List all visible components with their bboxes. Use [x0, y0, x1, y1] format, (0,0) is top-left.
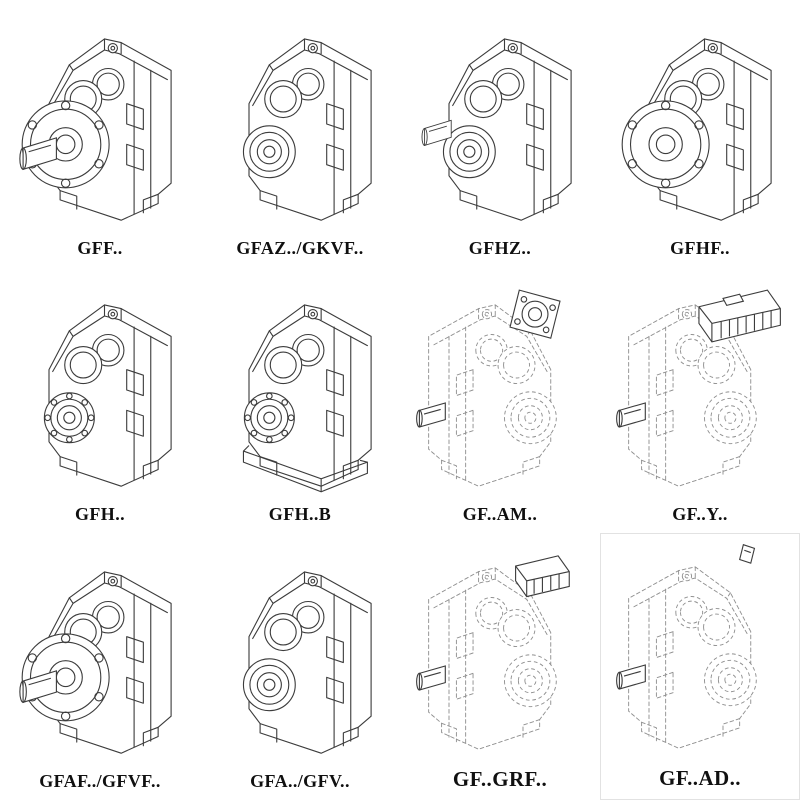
model-label: GFH..B: [268, 504, 332, 525]
gearbox-drawing-flange-output: [19, 571, 172, 754]
catalog-item-gff: GFF..: [0, 0, 200, 267]
gearbox-drawing-flange-output: [19, 38, 172, 221]
catalog-item-gfaz-gkvf: GFAZ../GKVF..: [200, 0, 400, 267]
catalog-item-gfh: GFH..: [0, 267, 200, 534]
catalog-item-gf-ad: GF..AD..: [600, 533, 800, 800]
model-label: GF..AM..: [462, 504, 538, 525]
catalog-item-gfa-gfv: GFA../GFV..: [200, 533, 400, 800]
model-label: GFHZ..: [468, 237, 532, 258]
model-label: GF..AD..: [659, 765, 741, 790]
gearbox-drawing-foot-mounted: [43, 304, 172, 488]
catalog-item-gfhz: GFHZ..: [400, 0, 600, 267]
gearbox-drawing-input-flange-phantom: [416, 289, 561, 487]
gearbox-drawing-shaft-boss: [421, 38, 572, 221]
model-label: GFAF../GFVF..: [39, 770, 161, 791]
gearbox-drawing-adapter-phantom: [416, 555, 570, 750]
gearbox-drawing-motor-phantom: [616, 289, 782, 487]
model-label: GF..GRF..: [452, 766, 548, 791]
catalog-item-gf-y: GF..Y..: [600, 267, 800, 534]
gearbox-drawing-foot-mounted-base: [243, 304, 372, 493]
catalog-item-gfhf: GFHF..: [600, 0, 800, 267]
gearbox-drawing-shaft-boss: [243, 571, 372, 754]
model-label: GF..Y..: [672, 504, 728, 525]
catalog-item-gfaf-gfvf: GFAF../GFVF..: [0, 533, 200, 800]
catalog-item-gfh-b: GFH..B: [200, 267, 400, 534]
model-label: GFA../GFV..: [250, 770, 350, 791]
gearbox-drawing-shaft-boss: [243, 38, 372, 221]
model-label: GFH..: [75, 504, 125, 525]
model-label: GFHF..: [670, 237, 730, 258]
model-label: GFAZ../GKVF..: [236, 237, 364, 258]
catalog-item-gf-am: GF..AM..: [400, 267, 600, 534]
model-label: GFF..: [77, 237, 123, 258]
catalog-item-gf-grf: GF..GRF..: [400, 533, 600, 800]
gearbox-drawing-input-shaft-phantom: [616, 544, 757, 749]
gearbox-drawing-flange-output: [621, 38, 772, 221]
